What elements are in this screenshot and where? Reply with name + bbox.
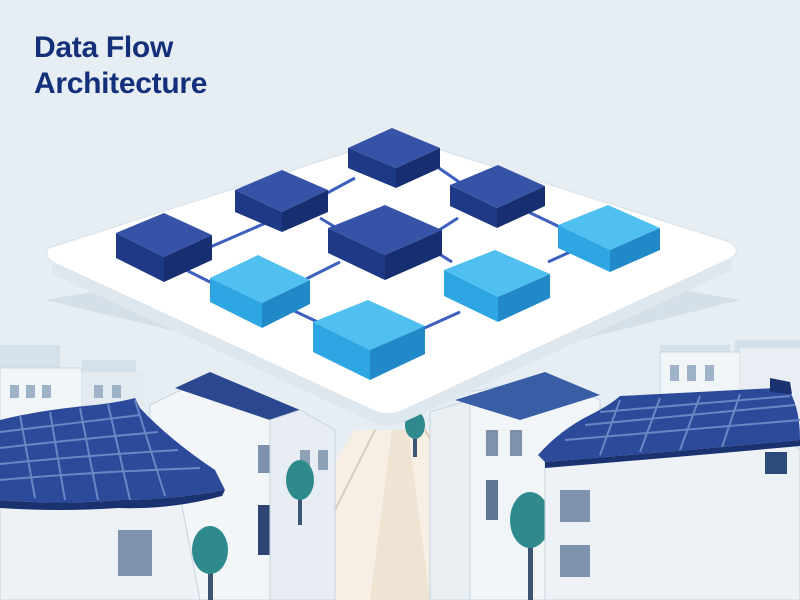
data-node-block <box>444 250 550 322</box>
hanok-left <box>0 398 225 600</box>
data-node-block <box>210 255 310 328</box>
data-node-block <box>116 213 212 282</box>
hanok-right <box>538 378 800 600</box>
title-line-1: Data Flow <box>34 31 173 64</box>
title-line-2: Architecture <box>34 67 208 100</box>
data-node-block <box>328 205 442 280</box>
data-node-block <box>450 165 545 228</box>
tree-icon <box>510 492 550 600</box>
data-node-block <box>235 170 328 232</box>
page-title: Data Flow Architecture <box>34 30 207 102</box>
tree-icon <box>192 526 228 600</box>
data-node-block <box>313 300 425 380</box>
tree-icon <box>286 460 314 525</box>
data-node-block <box>348 128 440 188</box>
data-node-block <box>558 205 660 272</box>
